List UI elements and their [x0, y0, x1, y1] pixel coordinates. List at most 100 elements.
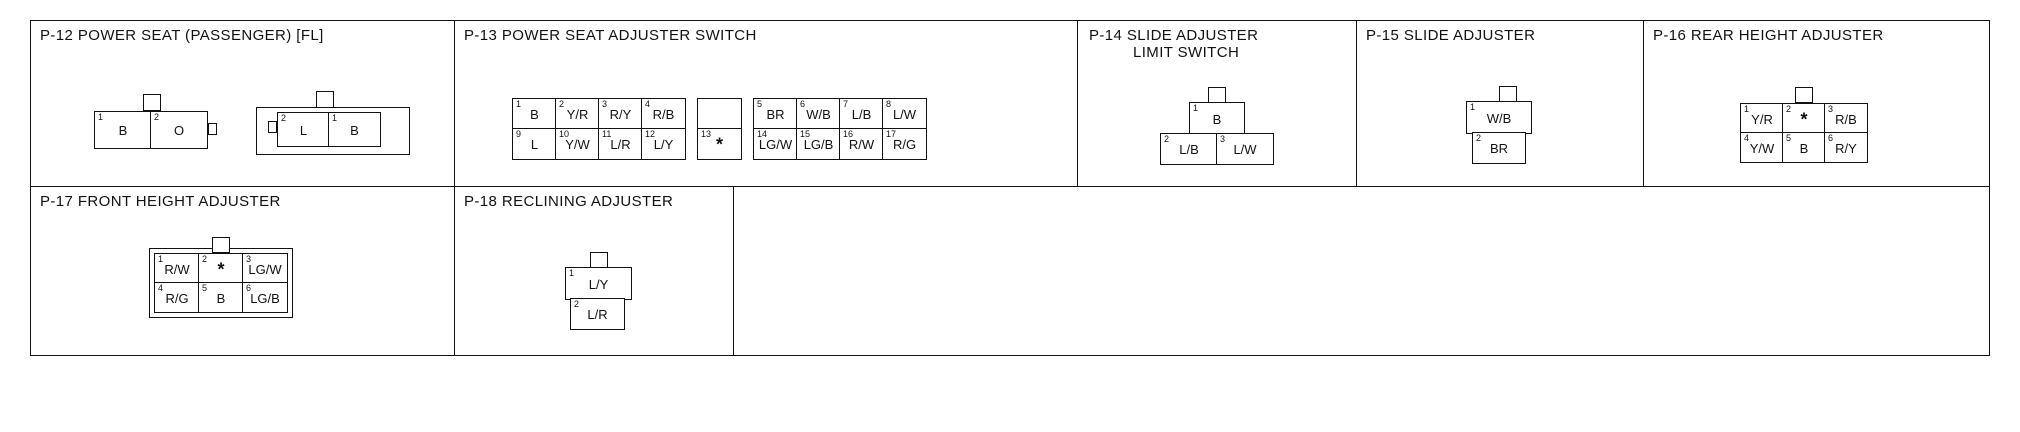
pin-label: R/G [892, 137, 917, 153]
pin-number: 1 [1744, 104, 1750, 114]
pin-label: R/Y [609, 107, 632, 123]
pin-label: Y/W [1749, 140, 1775, 156]
pin-number: 3 [1828, 104, 1834, 114]
pin-number: 3 [246, 254, 252, 264]
pin-label: R/Y [1835, 140, 1857, 156]
cell-title-p18: P-18 RECLINING ADJUSTER [464, 193, 674, 210]
pin-label: B [118, 123, 128, 139]
pin-label: B [1799, 140, 1809, 156]
cell-title-p14: P-14 SLIDE ADJUSTER LIMIT SWITCH [1089, 27, 1258, 61]
connector-side-latch [208, 123, 217, 135]
pin-label: BR [1489, 141, 1509, 157]
pin-number: 1 [569, 268, 575, 278]
pin-label: O [173, 123, 185, 139]
connector-side-latch [268, 121, 277, 133]
cell-title-p12: P-12 POWER SEAT (PASSENGER) [FL] [40, 27, 324, 44]
pin-label: L/Y [653, 137, 674, 153]
pin-label: L/R [610, 137, 631, 153]
pin-label: L/B [1179, 142, 1199, 158]
pin-label: R/B [652, 107, 675, 123]
pin-label: Y/R [566, 107, 589, 123]
pin-number: 13 [701, 129, 712, 139]
pin-number: 4 [1744, 133, 1750, 143]
pin-label: * [1800, 109, 1808, 130]
connector-pin: 1 W/B [1466, 101, 1532, 134]
connector-lock-tab [1208, 87, 1226, 103]
pin-label: LG/B [803, 137, 834, 153]
connector-pin: 1 B [1189, 102, 1245, 135]
cell-p12: P-12 POWER SEAT (PASSENGER) [FL] 1 B 2 O… [30, 20, 455, 187]
pin-label: W/B [806, 107, 831, 123]
cell-title-p15: P-15 SLIDE ADJUSTER [1366, 27, 1536, 44]
pin-label: LG/B [250, 290, 280, 306]
cell-title-p13: P-13 POWER SEAT ADJUSTER SWITCH [464, 27, 757, 44]
pin-label: B [350, 122, 359, 138]
pin-number: 5 [202, 283, 208, 293]
pin-label: * [217, 259, 225, 280]
pin-number: 4 [158, 283, 164, 293]
pin-label: B [530, 107, 539, 123]
pin-label: Y/R [1751, 111, 1773, 127]
pin-label: L [530, 137, 539, 153]
pin-number: 6 [800, 99, 806, 109]
pin-number: 2 [154, 112, 160, 122]
connector-lock-tab [316, 91, 334, 108]
pin-number: 2 [1786, 104, 1792, 114]
connector-lock-tab [212, 237, 230, 253]
pin-label: R/B [1835, 111, 1857, 127]
connector-pin: 2 L/R [570, 298, 625, 330]
pin-label: R/W [164, 261, 190, 277]
pin-number: 6 [246, 283, 252, 293]
pin-number: 3 [602, 99, 608, 109]
connector-pin: 1 B [328, 112, 381, 147]
connector-lock-tab [143, 94, 161, 111]
connector-pin: 13* [697, 128, 742, 160]
connector-pin: 2 BR [1472, 132, 1526, 164]
cell-title-p16: P-16 REAR HEIGHT ADJUSTER [1653, 27, 1884, 44]
connector-pin: 2* [198, 253, 244, 284]
pin-number: 9 [516, 129, 522, 139]
connector-lock-tab [1795, 87, 1813, 103]
pin-label: L/R [587, 307, 608, 323]
pin-number: 1 [1193, 103, 1199, 113]
pin-number: 2 [559, 99, 565, 109]
cell-p15: P-15 SLIDE ADJUSTER 1 W/B 2 BR [1356, 20, 1644, 187]
pin-label: L/Y [588, 276, 609, 292]
cell-blank [733, 186, 1990, 356]
pin-number: 6 [1828, 133, 1834, 143]
pin-number: 15 [800, 129, 811, 139]
connector-pin: 2 L/B [1160, 133, 1218, 165]
pin-label: B [1212, 111, 1222, 127]
pin-number: 1 [332, 113, 338, 123]
pin-number: 7 [843, 99, 849, 109]
pin-label: BR [766, 107, 785, 123]
pin-number: 2 [1164, 134, 1170, 144]
pin-label: LG/W [248, 261, 282, 277]
connector-pin [697, 98, 742, 130]
connector-pin: 1 L/Y [565, 267, 632, 300]
pin-label: B [216, 290, 226, 306]
pin-number: 5 [757, 99, 763, 109]
